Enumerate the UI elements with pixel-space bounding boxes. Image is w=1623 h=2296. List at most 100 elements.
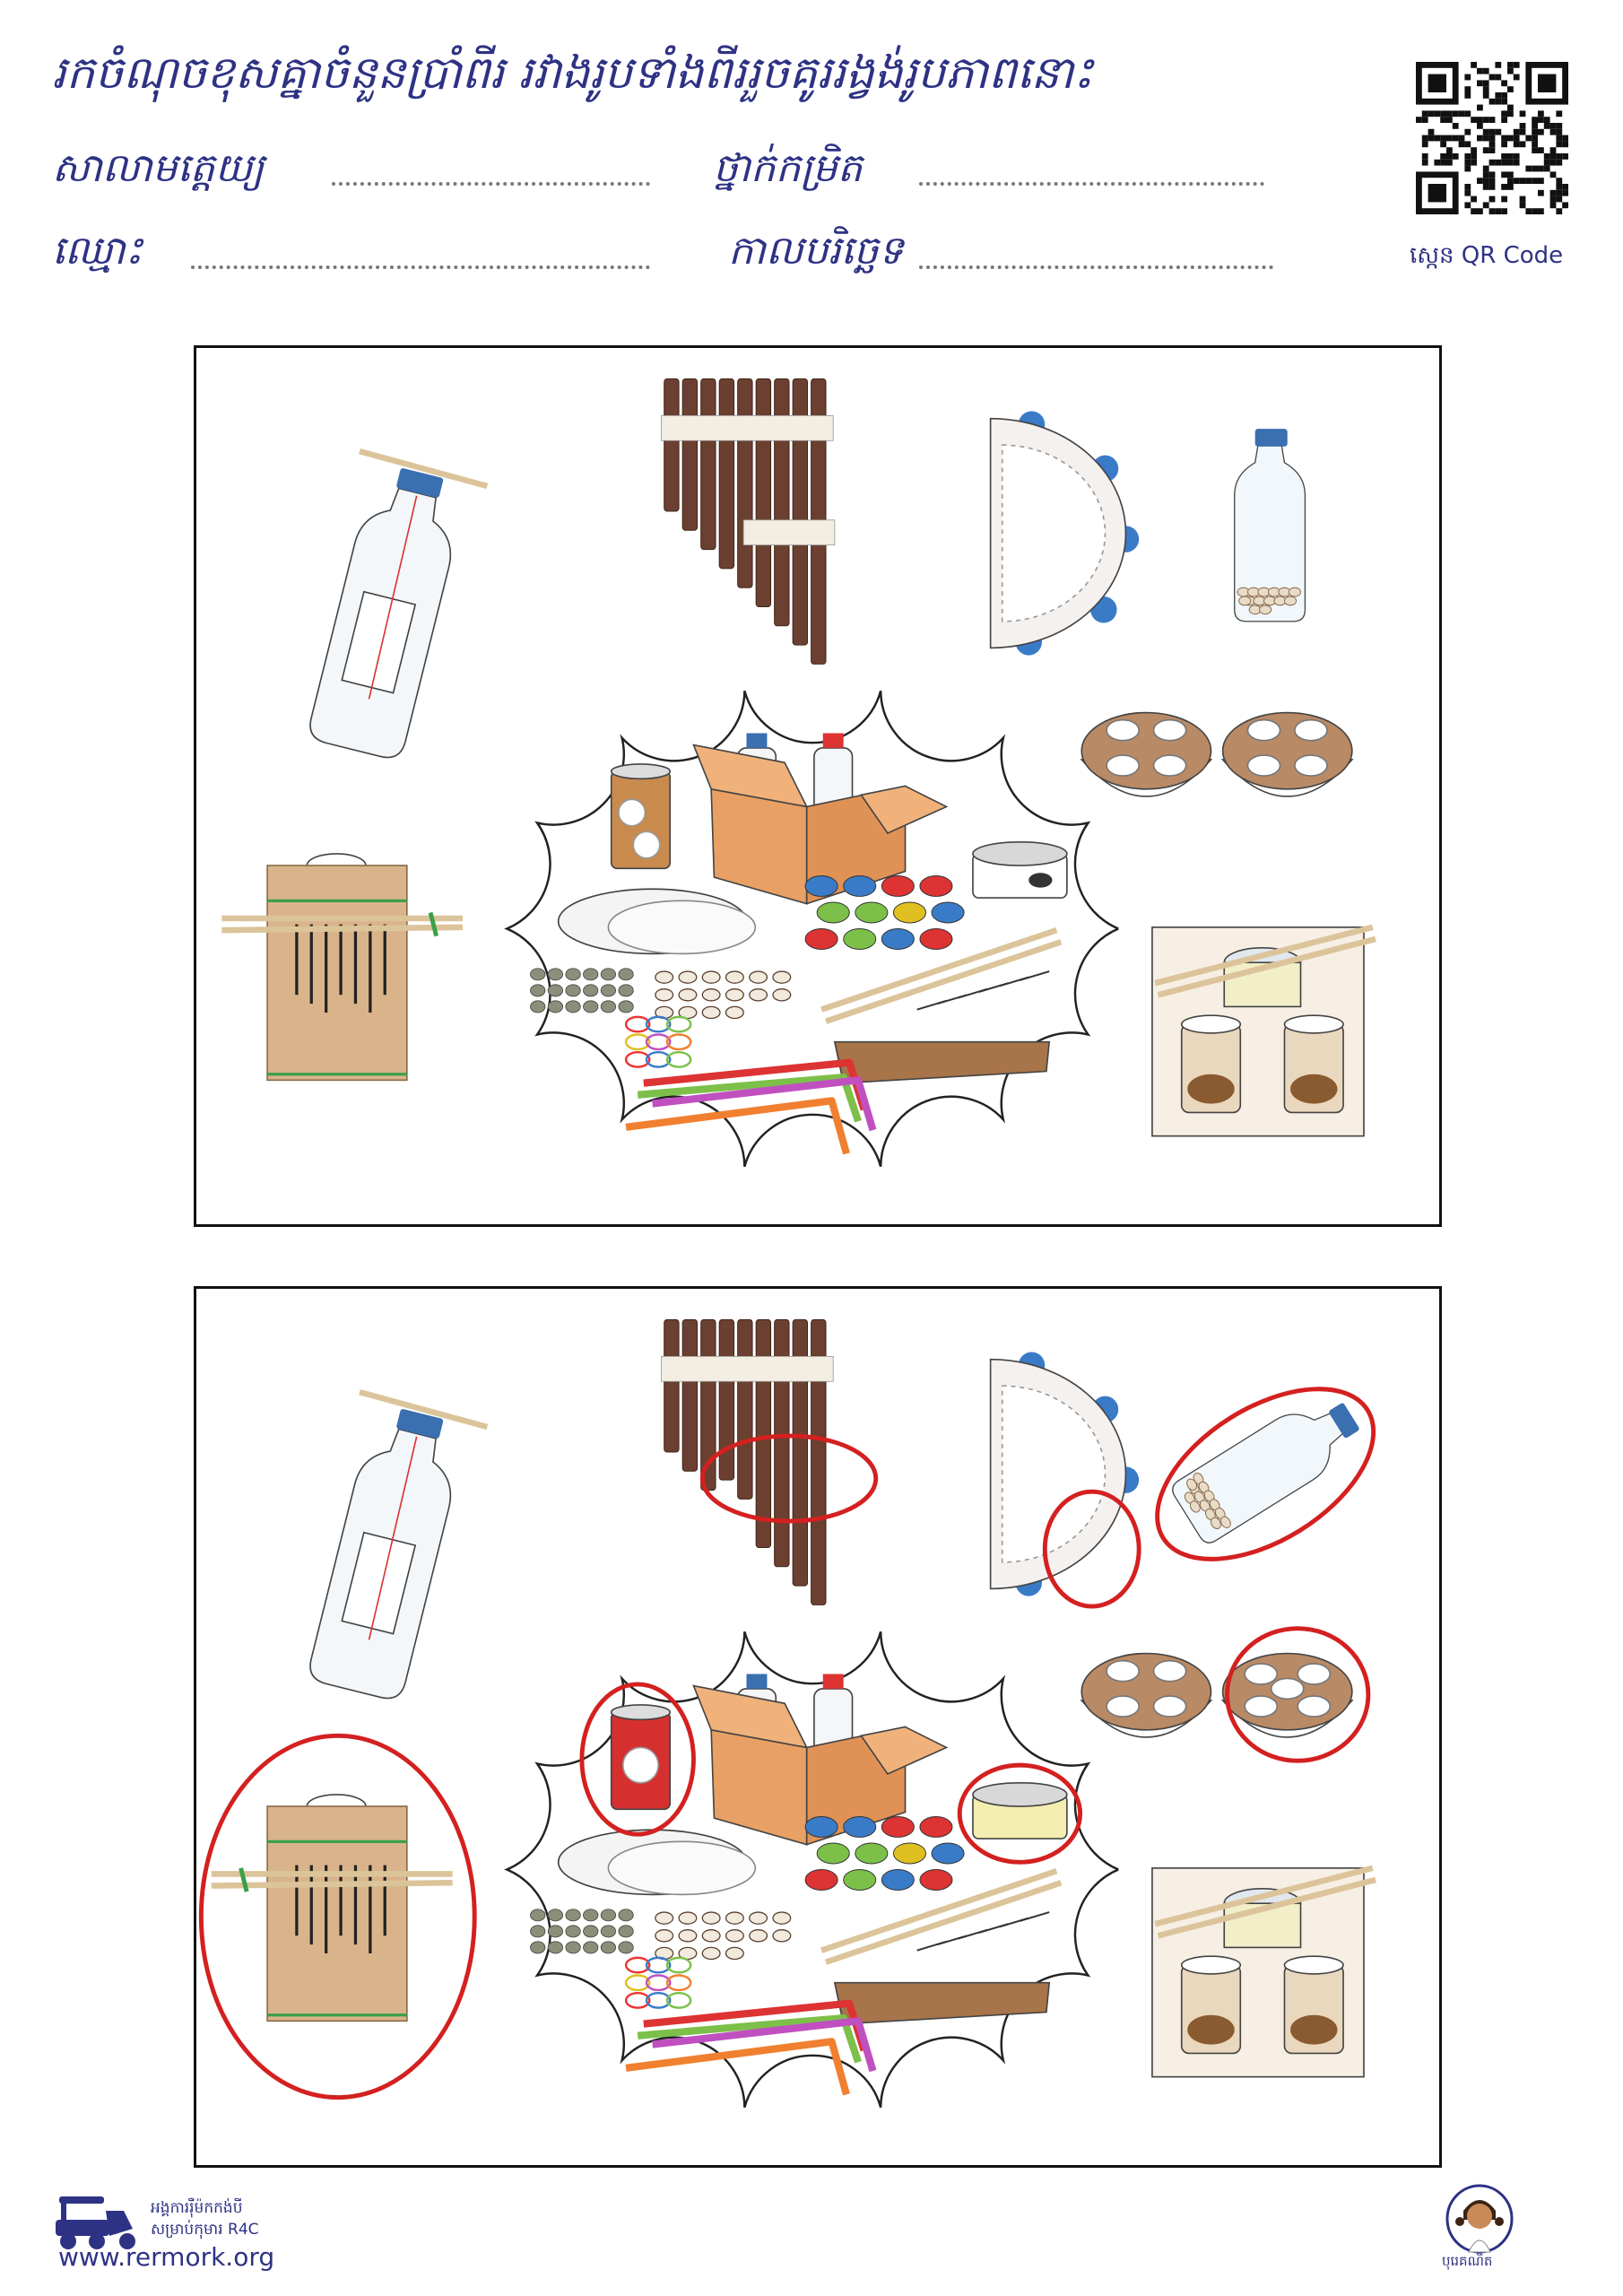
bottle-cap	[1106, 1695, 1140, 1718]
bottle-cap	[1297, 1663, 1332, 1685]
pan-flute	[661, 1318, 834, 1605]
bottle-with-stick	[309, 448, 489, 759]
bottle-cap	[843, 1869, 877, 1891]
bottle-cap	[1106, 754, 1140, 777]
paper-plate	[607, 1840, 757, 1896]
bottle-cap	[1152, 1695, 1187, 1718]
grade-blank[interactable]	[919, 182, 1264, 186]
bottle-cap	[892, 1842, 926, 1865]
website-link[interactable]: www.rermork.org	[58, 2242, 275, 2272]
scene-answer-key	[198, 1318, 1376, 2109]
bottle-cap	[1244, 1695, 1279, 1718]
rubber-band	[665, 1956, 692, 1974]
pebble	[565, 1000, 581, 1013]
bean	[749, 1929, 768, 1943]
rubber-band	[645, 1033, 672, 1051]
drinking-straw	[652, 2017, 877, 2073]
pebble	[530, 1909, 546, 1922]
bean	[701, 988, 721, 1002]
date-blank[interactable]	[919, 265, 1273, 269]
scene-original	[221, 378, 1376, 1168]
bean	[655, 1929, 674, 1943]
toothpick	[1020, 970, 1050, 981]
bottle-cap	[396, 1409, 444, 1439]
bottle-label	[341, 590, 417, 694]
tuna-can	[972, 840, 1068, 899]
flute-band	[661, 414, 834, 441]
flute-pipe	[681, 378, 699, 531]
name-blank[interactable]	[191, 265, 650, 269]
pebble	[530, 984, 546, 997]
difference-circle	[1155, 1387, 1376, 1561]
difference-circle	[1225, 1626, 1371, 1763]
fruit-can	[610, 763, 672, 870]
bottle-cap	[746, 733, 768, 748]
bean	[678, 970, 698, 984]
toothpick	[1020, 1911, 1050, 1922]
bottle-cap	[1106, 718, 1140, 742]
bottle-cap	[919, 1869, 953, 1891]
bottle-label	[341, 1531, 417, 1635]
chopstick	[1157, 935, 1376, 998]
flute-band	[661, 1355, 834, 1382]
bottle-cap	[919, 1816, 953, 1838]
rubber-band	[239, 1867, 249, 1892]
bean	[701, 1005, 721, 1020]
cardboard-box	[692, 1674, 949, 1846]
bottle-cap	[396, 468, 444, 498]
pebble	[565, 1909, 581, 1922]
flute-pipe	[737, 378, 753, 588]
pebble	[618, 1925, 634, 1938]
bean	[701, 1911, 721, 1925]
bottle-with-stick	[309, 1388, 489, 1700]
rubber-band	[428, 911, 438, 937]
bottle-cap	[892, 901, 926, 924]
rubber-band	[624, 1015, 651, 1033]
flute-pipe	[811, 1318, 827, 1605]
pebble	[583, 968, 599, 981]
bean	[725, 1911, 744, 1925]
rubber-band	[624, 1974, 651, 1992]
chopstick	[824, 939, 1063, 1024]
school-label: សាលាមត្តេយ្យ	[52, 145, 265, 191]
school-blank[interactable]	[332, 182, 650, 186]
string	[368, 1436, 418, 1640]
box-drum	[211, 1794, 453, 2022]
bottle-cap	[1294, 718, 1328, 742]
bean	[749, 988, 768, 1002]
qr-code[interactable]	[1416, 62, 1568, 214]
bean	[749, 1911, 768, 1925]
org-name-line1: អង្គការរ៉ឺម៉កកង់បី	[151, 2199, 243, 2217]
difference-circle	[1042, 1489, 1141, 1609]
flute-band	[742, 519, 836, 546]
pebble	[547, 1909, 563, 1922]
pebble	[583, 1909, 599, 1922]
bean	[772, 1911, 792, 1925]
pebble	[600, 1909, 617, 1922]
rubber-band	[624, 1991, 651, 2009]
rubber-band	[665, 1015, 692, 1033]
bottle-cap	[919, 928, 953, 950]
pebble	[583, 984, 599, 997]
difference-circle	[579, 1682, 696, 1837]
bottle-cap	[881, 875, 915, 897]
bean-bottle	[1234, 429, 1306, 622]
bowl-drum	[1220, 711, 1354, 797]
bottle-cap	[804, 1816, 838, 1838]
bean	[701, 1929, 721, 1943]
chopstick	[824, 1880, 1063, 1965]
pebble	[530, 968, 546, 981]
girl-avatar-icon	[1445, 2184, 1514, 2254]
picture-panel-answer	[194, 1286, 1442, 2168]
bottle-cap	[1152, 1659, 1187, 1683]
bean	[725, 1005, 744, 1020]
pebble	[583, 1000, 599, 1013]
grade-label: ថ្នាក់កម្រិត	[713, 145, 863, 191]
chopstick	[211, 1879, 453, 1889]
pebble	[530, 1000, 546, 1013]
rubber-band	[665, 1033, 692, 1051]
string	[368, 495, 418, 700]
pebble	[565, 1925, 581, 1938]
rubber-band	[624, 1033, 651, 1051]
rubber-band	[645, 1050, 672, 1068]
